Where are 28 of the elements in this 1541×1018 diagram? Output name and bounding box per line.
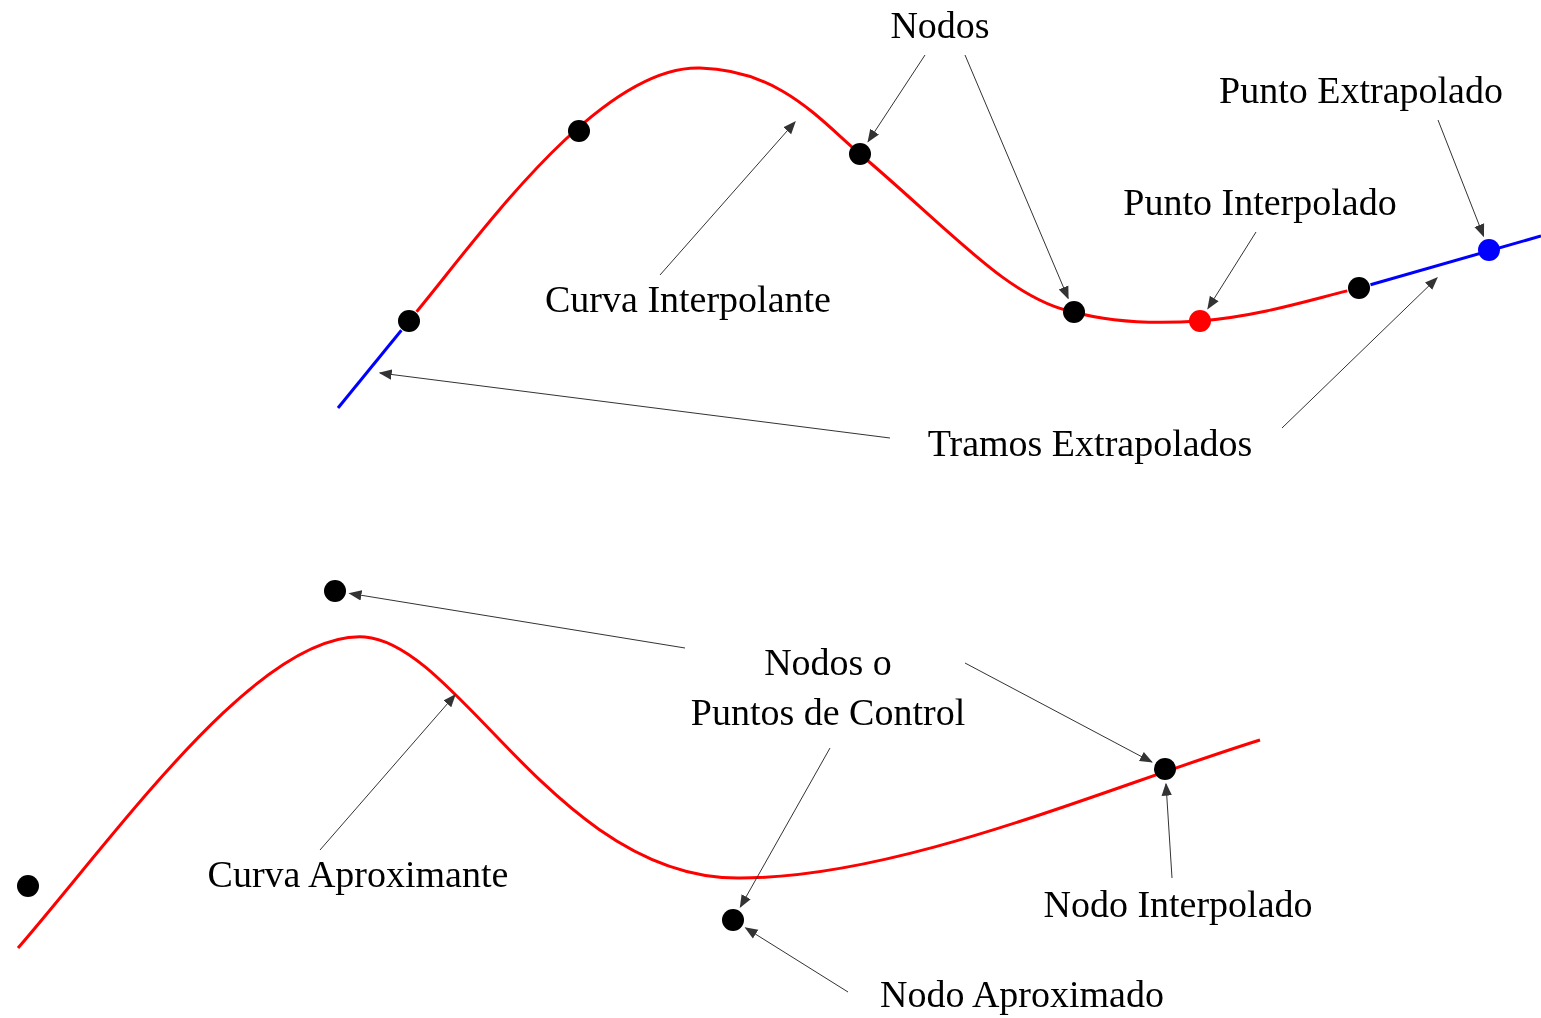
point-dot — [1348, 277, 1370, 299]
callout-text: Curva Interpolante — [545, 274, 831, 324]
callout-text: Nodo Interpolado — [1043, 879, 1313, 929]
leader-line — [964, 54, 1069, 300]
leader-line — [744, 927, 849, 993]
callout-text: Nodos o Puntos de Control — [690, 637, 966, 737]
callout-text: Nodos — [890, 0, 990, 50]
callout-text: Punto Interpolado — [1123, 177, 1397, 227]
line-segment — [1370, 234, 1541, 287]
line-segment — [336, 329, 403, 409]
leader-line — [867, 54, 926, 143]
callout-text: Punto Extrapolado — [1219, 65, 1503, 115]
callout-text: Curva Aproximante — [207, 849, 509, 899]
leader-line — [739, 747, 831, 909]
leader-line — [1281, 277, 1438, 429]
point-dot — [1189, 310, 1211, 332]
leader-line — [319, 694, 456, 851]
leader-line — [964, 662, 1153, 763]
leader-line — [1207, 231, 1257, 310]
callout-text: Tramos Extrapolados — [927, 418, 1253, 468]
callout-text: Nodo Aproximado — [880, 969, 1164, 1018]
leader-line — [378, 369, 891, 439]
point-dot — [398, 310, 420, 332]
leader-line — [1161, 782, 1173, 879]
leader-line — [1437, 119, 1485, 238]
leader-line — [659, 121, 796, 276]
leader-line — [348, 590, 686, 649]
point-dot — [324, 580, 346, 602]
